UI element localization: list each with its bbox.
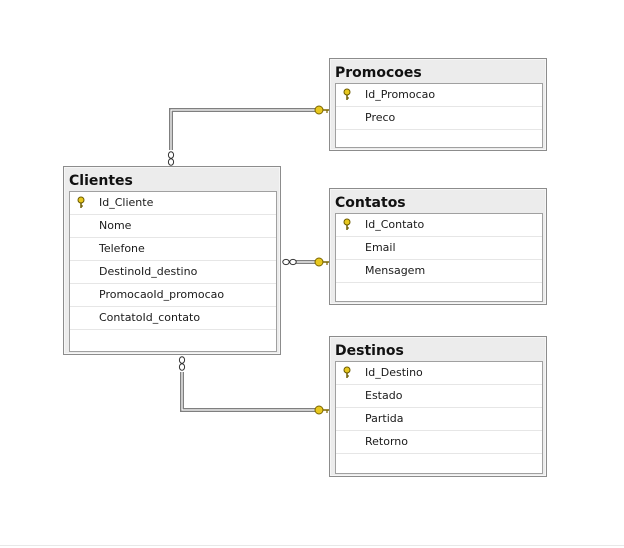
- column-row[interactable]: Id_Cliente: [70, 192, 276, 215]
- row-selector: [70, 261, 92, 283]
- row-selector: [336, 107, 358, 129]
- column-row[interactable]: PromocaoId_promocao: [70, 284, 276, 307]
- column-name: DestinoId_destino: [99, 265, 198, 278]
- column-row[interactable]: Retorno: [336, 431, 542, 454]
- row-selector: [70, 238, 92, 260]
- column-row[interactable]: Id_Promocao: [336, 84, 542, 107]
- column-name: Id_Contato: [365, 218, 425, 231]
- row-selector: [336, 214, 358, 236]
- many-end-icon: [178, 363, 186, 371]
- one-end-key-icon: [314, 257, 330, 267]
- column-row[interactable]: Email: [336, 237, 542, 260]
- column-name: Partida: [365, 412, 404, 425]
- column-name: Preco: [365, 111, 396, 124]
- column-name: Telefone: [99, 242, 145, 255]
- many-end-icon: [167, 158, 175, 166]
- new-column-row[interactable]: [336, 454, 542, 476]
- table-title: Destinos: [335, 343, 404, 359]
- one-end-key-icon: [314, 105, 330, 115]
- new-column-row[interactable]: [336, 130, 542, 152]
- table-title: Clientes: [69, 173, 133, 189]
- column-name: Id_Promocao: [365, 88, 436, 101]
- table-title: Contatos: [335, 195, 406, 211]
- column-row[interactable]: DestinoId_destino: [70, 261, 276, 284]
- column-row[interactable]: Preco: [336, 107, 542, 130]
- row-selector: [336, 362, 358, 384]
- primary-key-icon: [343, 366, 351, 378]
- column-name: Email: [365, 241, 396, 254]
- many-end-icon: [289, 258, 297, 266]
- column-row[interactable]: Mensagem: [336, 260, 542, 283]
- relationship-clientes-contatos[interactable]: [282, 257, 330, 267]
- row-selector: [336, 237, 358, 259]
- column-row[interactable]: Id_Contato: [336, 214, 542, 237]
- row-selector: [336, 431, 358, 453]
- primary-key-icon: [343, 218, 351, 230]
- column-row[interactable]: ContatoId_contato: [70, 307, 276, 330]
- column-name: Mensagem: [365, 264, 426, 277]
- many-end-icon: [178, 356, 186, 364]
- primary-key-icon: [343, 88, 351, 100]
- many-end-icon: [167, 151, 175, 159]
- row-selector: [70, 307, 92, 329]
- relationship-clientes-destinos[interactable]: [178, 356, 330, 415]
- canvas-bottom-border: [0, 545, 624, 546]
- table-title: Promocoes: [335, 65, 422, 81]
- row-selector: [70, 215, 92, 237]
- relationship-clientes-promocoes[interactable]: [167, 105, 330, 166]
- primary-key-icon: [77, 196, 85, 208]
- row-selector: [336, 260, 358, 282]
- many-end-icon: [282, 258, 290, 266]
- column-row[interactable]: Telefone: [70, 238, 276, 261]
- column-row[interactable]: Nome: [70, 215, 276, 238]
- row-selector: [336, 385, 358, 407]
- one-end-key-icon: [314, 405, 330, 415]
- new-column-row[interactable]: [70, 330, 276, 352]
- column-name: Nome: [99, 219, 132, 232]
- new-column-row[interactable]: [336, 283, 542, 305]
- column-name: Id_Destino: [365, 366, 423, 379]
- column-name: Retorno: [365, 435, 408, 448]
- column-row[interactable]: Estado: [336, 385, 542, 408]
- column-name: Id_Cliente: [99, 196, 154, 209]
- row-selector: [336, 84, 358, 106]
- column-name: PromocaoId_promocao: [99, 288, 225, 301]
- column-row[interactable]: Partida: [336, 408, 542, 431]
- column-row[interactable]: Id_Destino: [336, 362, 542, 385]
- column-name: Estado: [365, 389, 403, 402]
- row-selector: [70, 192, 92, 214]
- column-name: ContatoId_contato: [99, 311, 201, 324]
- row-selector: [70, 284, 92, 306]
- row-selector: [336, 408, 358, 430]
